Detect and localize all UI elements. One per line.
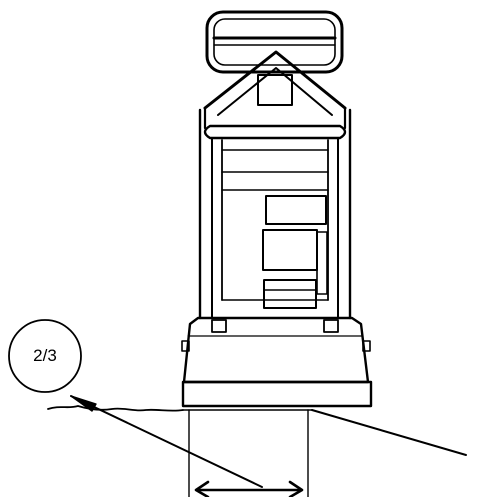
compaction-plate	[181, 380, 373, 408]
ground-surface	[47, 405, 467, 456]
compaction-zone	[188, 409, 309, 497]
fraction-label: 2/3	[33, 346, 57, 365]
handle-frame	[198, 50, 352, 320]
handle-grip	[205, 10, 344, 74]
width-dimension-arrow	[194, 480, 304, 497]
base-housing	[181, 316, 371, 384]
slope-line	[70, 395, 263, 488]
engine-body	[221, 139, 329, 309]
fraction-callout	[8, 319, 82, 393]
